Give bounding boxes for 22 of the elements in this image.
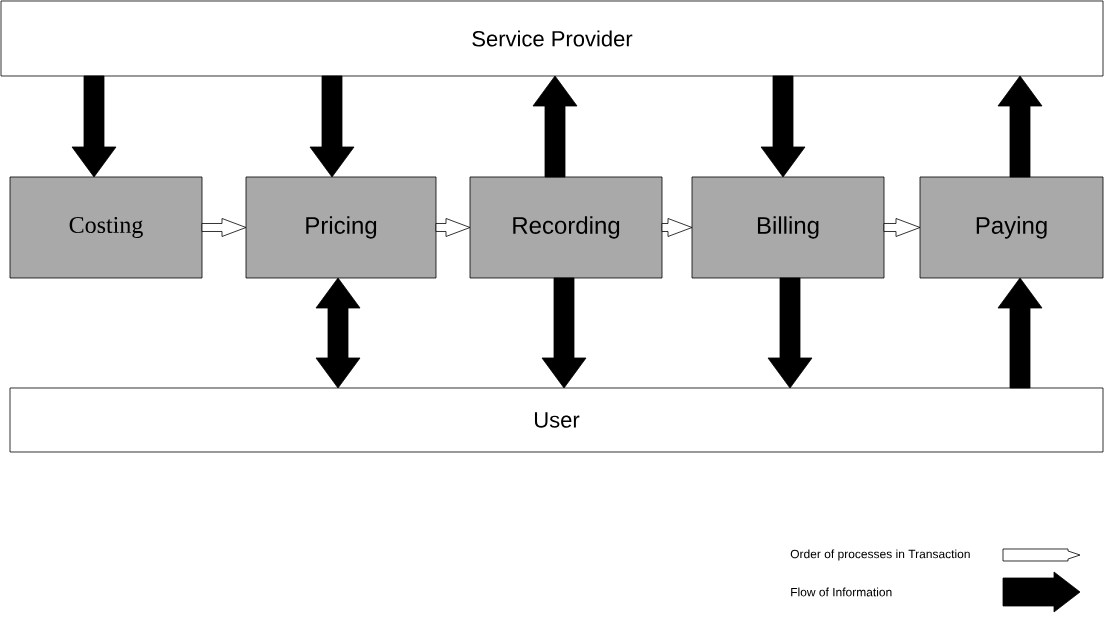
process-box: Billing	[691, 176, 885, 279]
arrow	[201, 218, 247, 237]
arrow	[997, 277, 1043, 389]
band-box: Service Provider	[0, 0, 1104, 77]
arrow	[532, 75, 578, 178]
legend-text: Order of processes in Transaction	[790, 549, 970, 561]
process-box: Recording	[469, 176, 663, 279]
arrow	[315, 277, 361, 389]
arrow	[767, 277, 813, 389]
legend-text: Flow of Information	[791, 587, 892, 597]
arrow	[997, 75, 1043, 178]
arrow	[883, 218, 921, 237]
arrow	[435, 218, 471, 237]
process-box: Pricing	[245, 176, 437, 279]
arrow	[661, 218, 693, 237]
arrow	[541, 277, 587, 389]
arrow	[760, 75, 806, 178]
process-box: Costing	[9, 176, 203, 279]
arrow	[309, 75, 355, 178]
arrow	[71, 75, 117, 178]
band-box: User	[9, 387, 1104, 453]
process-box: Paying	[919, 176, 1104, 279]
